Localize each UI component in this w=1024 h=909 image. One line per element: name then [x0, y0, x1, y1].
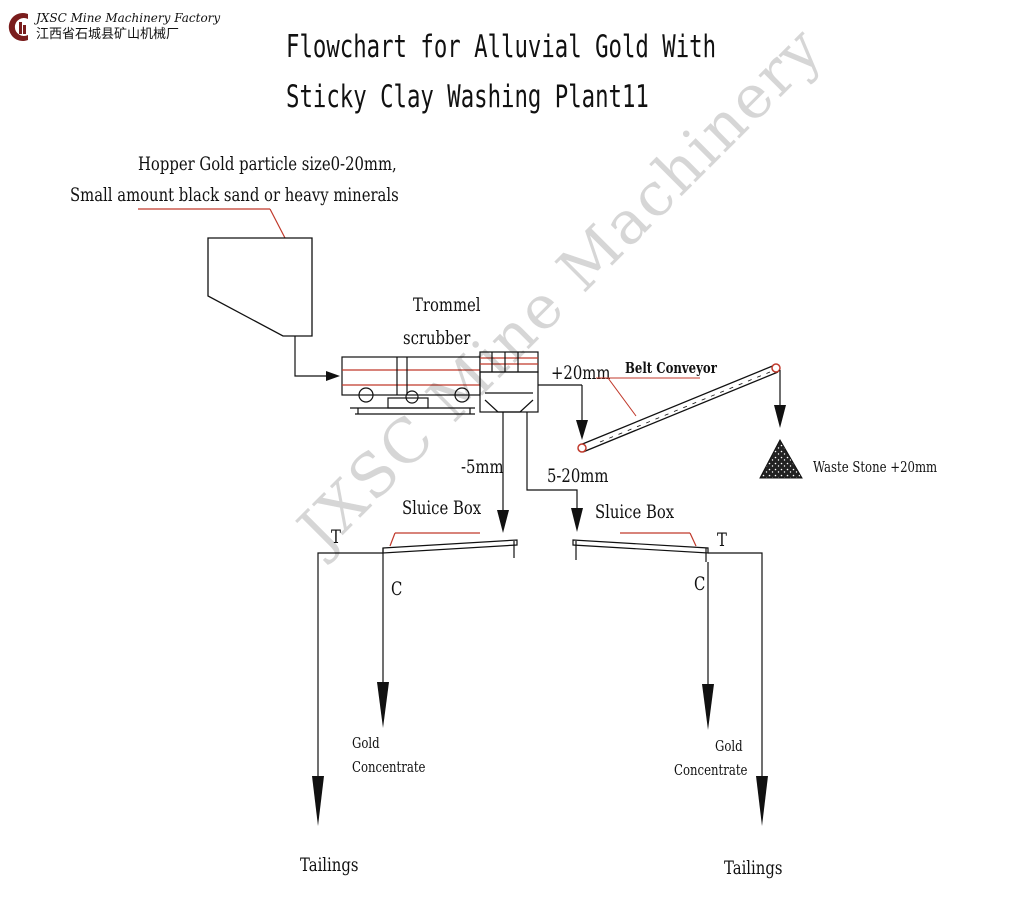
tailings-right-label: Tailings — [724, 857, 783, 879]
waste-stone-pile-icon — [759, 438, 803, 479]
fine-fraction-label: -5mm — [461, 456, 504, 478]
trommel-label-line1: Trommel — [413, 294, 481, 316]
concentrate-right-arrow-icon — [702, 562, 714, 730]
medium-fraction-arrow-icon — [526, 412, 583, 532]
waste-stone-label: Waste Stone +20mm — [813, 458, 938, 476]
conc-mark-right: C — [694, 573, 706, 595]
page-title-line1: Flowchart for Alluvial Gold With — [286, 29, 717, 65]
tail-mark-right: T — [717, 529, 727, 551]
belt-conveyor-label: Belt Conveyor — [625, 359, 717, 377]
waste-arrow-icon — [774, 370, 786, 428]
sluice-box-right-label: Sluice Box — [595, 501, 675, 523]
company-name-en: JXSC Mine Machinery Factory — [36, 11, 221, 25]
hopper-icon — [207, 237, 313, 337]
tailings-right-arrow-icon — [708, 552, 768, 826]
belt-conveyor-icon — [577, 363, 781, 453]
conc-mark-left: C — [391, 578, 403, 600]
oversize-arrow-icon — [538, 384, 588, 440]
tailings-left-arrow-icon — [312, 552, 383, 826]
gold-right-label: Gold — [715, 737, 743, 755]
company-logo-icon — [8, 13, 28, 41]
tailings-left-label: Tailings — [300, 854, 359, 876]
concentrate-left-arrow-icon — [377, 560, 389, 728]
vibrating-screen-icon — [479, 351, 539, 413]
sluice-box-right-icon — [572, 532, 709, 562]
gold-left-label: Gold — [352, 734, 380, 752]
trommel-label-line2: scrubber — [403, 327, 471, 349]
oversize-label: +20mm — [551, 362, 611, 384]
hopper-label-line1: Hopper Gold particle size0-20mm, — [138, 153, 397, 175]
sluice-box-left-icon — [382, 532, 518, 560]
medium-fraction-label: 5-20mm — [547, 465, 609, 487]
concentrate-left-label: Concentrate — [352, 758, 426, 776]
company-name-cn: 江西省石城县矿山机械厂 — [36, 27, 180, 42]
concentrate-right-label: Concentrate — [674, 761, 748, 779]
hopper-label-line2: Small amount black sand or heavy mineral… — [70, 184, 399, 206]
feed-arrow-icon — [294, 336, 340, 381]
sluice-box-left-label: Sluice Box — [402, 497, 482, 519]
tail-mark-left: T — [331, 526, 341, 548]
fine-fraction-arrow-icon — [497, 412, 509, 533]
page-title-line2: Sticky Clay Washing Plant11 — [286, 79, 649, 115]
